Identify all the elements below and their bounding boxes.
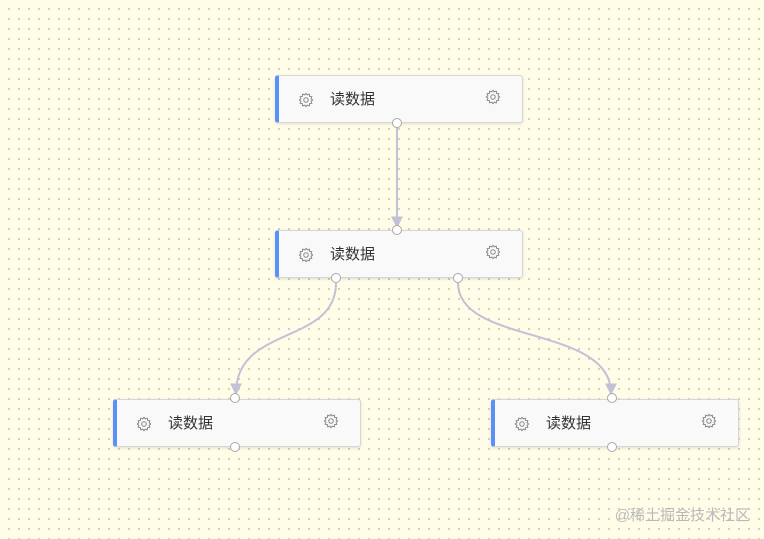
edge-n2-n4[interactable] [457, 282, 617, 396]
gear-icon[interactable] [484, 88, 502, 106]
output-port-n4[interactable] [607, 442, 617, 452]
node-read-data-3[interactable]: 读数据 [113, 399, 361, 447]
input-port-n2[interactable] [392, 225, 402, 235]
gear-icon[interactable] [322, 412, 340, 430]
node-label: 读数据 [546, 415, 592, 432]
gear-icon[interactable] [700, 412, 718, 430]
gear-icon[interactable] [484, 243, 502, 261]
input-port-n4[interactable] [607, 393, 617, 403]
node-label: 读数据 [330, 246, 376, 263]
edge-n2-n3[interactable] [230, 282, 337, 396]
output-port-n3[interactable] [230, 442, 240, 452]
output-port-n1[interactable] [392, 118, 402, 128]
watermark: @稀土掘金技术社区 [614, 507, 750, 524]
node-read-data-4[interactable]: 读数据 [491, 399, 739, 447]
node-read-data-2[interactable]: 读数据 [275, 230, 523, 278]
node-read-data-1[interactable]: 读数据 [275, 75, 523, 123]
node-label: 读数据 [168, 415, 214, 432]
gear-icon[interactable] [135, 415, 153, 433]
output-port-n2-right[interactable] [453, 273, 463, 283]
node-label: 读数据 [330, 91, 376, 108]
gear-icon[interactable] [513, 415, 531, 433]
gear-icon[interactable] [297, 91, 315, 109]
input-port-n3[interactable] [230, 393, 240, 403]
gear-icon[interactable] [297, 246, 315, 264]
output-port-n2-left[interactable] [331, 273, 341, 283]
